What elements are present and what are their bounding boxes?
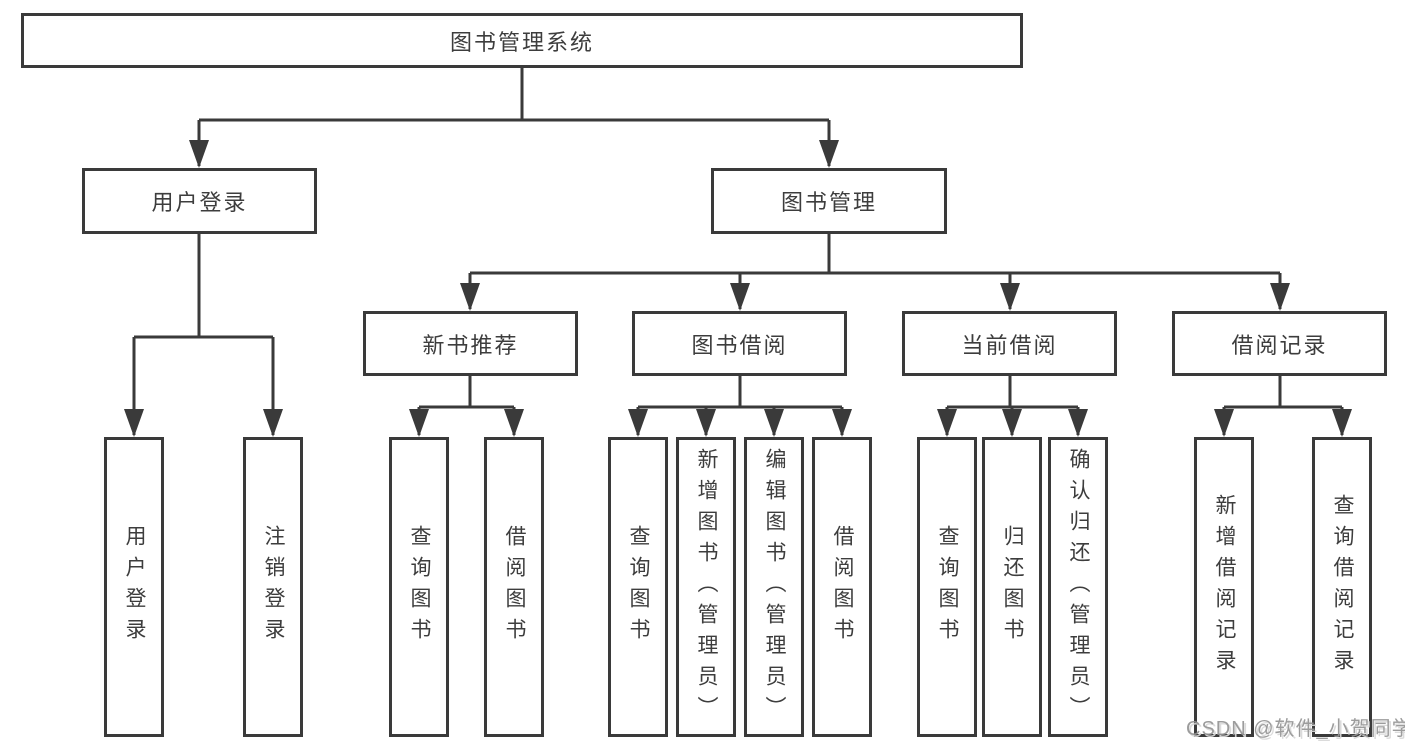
- arrow-down-icon: [937, 409, 957, 437]
- leaf-borrow-books-recommend: 借阅图书: [484, 437, 544, 737]
- node-root-library-management-system: 图书管理系统: [21, 13, 1023, 68]
- leaf-add-borrow-record: 新增借阅记录: [1194, 437, 1254, 737]
- arrow-down-icon: [1214, 409, 1234, 437]
- arrow-down-icon: [1332, 409, 1352, 437]
- arrow-down-icon: [1000, 283, 1020, 311]
- arrow-down-icon: [409, 409, 429, 437]
- arrow-down-icon: [832, 409, 852, 437]
- arrow-down-icon: [1270, 283, 1290, 311]
- leaf-borrow-books-borrowing: 借阅图书: [812, 437, 872, 737]
- arrow-down-icon: [189, 140, 209, 168]
- arrow-down-icon: [504, 409, 524, 437]
- arrow-down-icon: [730, 283, 750, 311]
- node-book-management: 图书管理: [711, 168, 947, 234]
- arrow-down-icon: [124, 409, 144, 437]
- leaf-user-login: 用户登录: [104, 437, 164, 737]
- node-current-borrowing: 当前借阅: [902, 311, 1117, 376]
- connector-edges: [132, 68, 1344, 435]
- csdn-watermark: CSDN @软件_小贺同学: [1186, 718, 1405, 740]
- leaf-edit-books-admin: 编辑图书（管理员）: [744, 437, 804, 737]
- arrow-down-icon: [460, 283, 480, 311]
- arrow-down-icon: [628, 409, 648, 437]
- node-book-borrowing: 图书借阅: [632, 311, 847, 376]
- arrow-down-icon: [1002, 409, 1022, 437]
- leaf-query-books-current: 查询图书: [917, 437, 977, 737]
- node-borrowing-records: 借阅记录: [1172, 311, 1387, 376]
- leaf-query-books-recommend: 查询图书: [389, 437, 449, 737]
- arrow-down-icon: [263, 409, 283, 437]
- leaf-query-borrow-record: 查询借阅记录: [1312, 437, 1372, 737]
- leaf-confirm-return-admin: 确认归还（管理员）: [1048, 437, 1108, 737]
- arrow-down-icon: [1068, 409, 1088, 437]
- leaf-return-books: 归还图书: [982, 437, 1042, 737]
- node-new-book-recommendation: 新书推荐: [363, 311, 578, 376]
- leaf-query-books-borrowing: 查询图书: [608, 437, 668, 737]
- node-user-login: 用户登录: [82, 168, 317, 234]
- arrow-down-icon: [764, 409, 784, 437]
- arrowheads: [124, 140, 1352, 437]
- arrow-down-icon: [819, 140, 839, 168]
- leaf-logout: 注销登录: [243, 437, 303, 737]
- leaf-add-books-admin: 新增图书（管理员）: [676, 437, 736, 737]
- arrow-down-icon: [696, 409, 716, 437]
